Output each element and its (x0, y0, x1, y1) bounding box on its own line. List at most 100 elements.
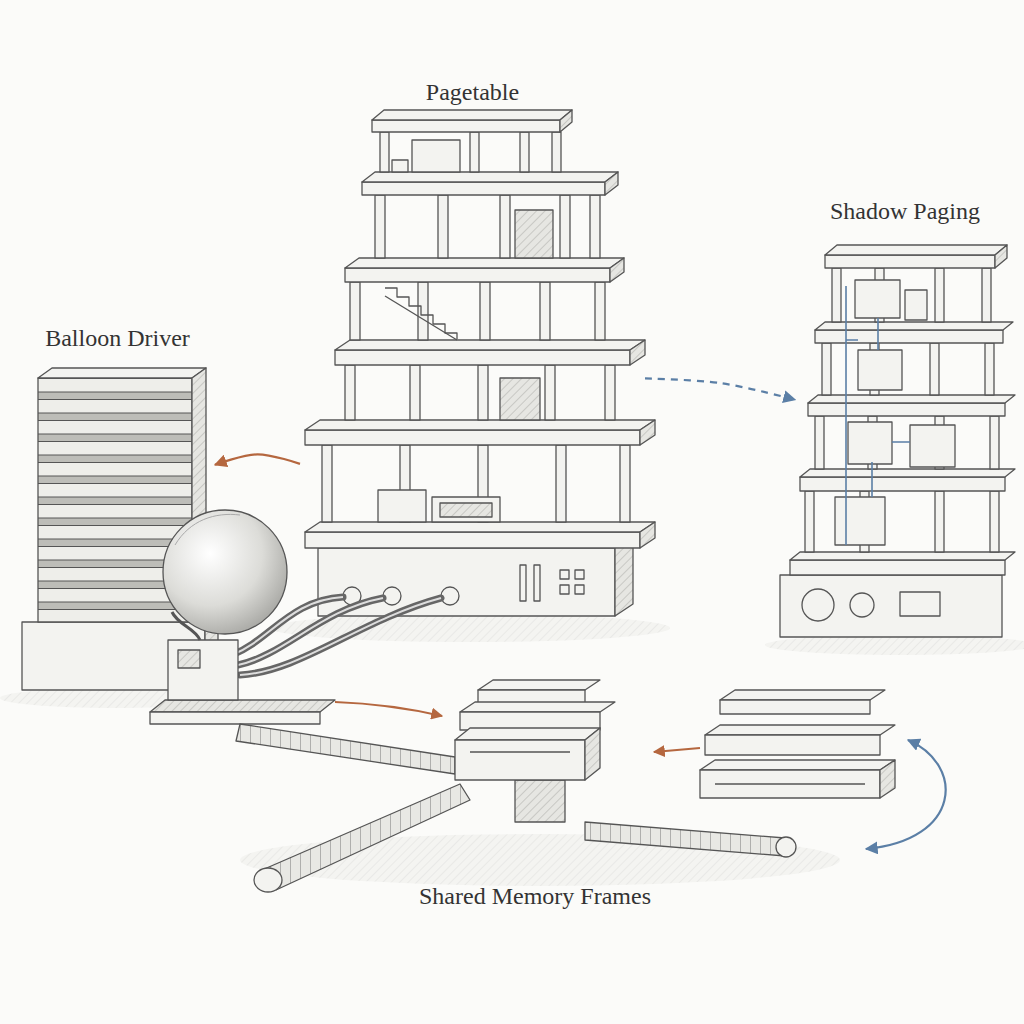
shadow-paging-tower (858, 350, 902, 390)
pagetable-tower (372, 110, 572, 120)
memory-frame-stack (455, 728, 600, 740)
connector-arrow (215, 454, 300, 464)
shadow-paging-tower (780, 245, 1015, 637)
conveyor-belt (262, 784, 470, 890)
shadow-paging-tower (800, 469, 1015, 477)
pagetable-tower (500, 378, 540, 420)
shadow-paging-tower (815, 416, 824, 469)
pagetable-tower (605, 172, 618, 195)
pagetable-tower (552, 132, 561, 172)
pagetable-tower (322, 445, 332, 522)
pagetable-tower (345, 258, 624, 268)
shadow-paging-tower (935, 491, 944, 552)
shadow-paging-tower (982, 268, 991, 322)
conveyor-belt (236, 724, 455, 774)
pagetable-tower (305, 430, 640, 445)
pagetable-tower (640, 420, 655, 445)
pagetable-tower (480, 282, 490, 340)
pagetable-tower (478, 365, 488, 420)
flow-arrow (654, 748, 700, 752)
pagetable-tower (640, 522, 655, 548)
flow-arrow (335, 702, 946, 849)
shadow-paging-tower (825, 245, 1007, 255)
pagetable-tower (362, 182, 605, 195)
pagetable-tower (335, 350, 630, 365)
shadow-paging-tower (800, 477, 1005, 491)
pagetable-tower (305, 522, 655, 532)
pagetable-tower (500, 195, 510, 258)
shadow-paging-tower (790, 552, 1015, 560)
pagetable-tower (520, 565, 526, 601)
shadow-paging-tower (822, 343, 831, 395)
pagetable-tower (438, 195, 448, 258)
shadow-paging-tower (905, 290, 927, 320)
memory-frame-stack (705, 735, 880, 755)
pagetable-tower (545, 365, 555, 420)
shadow-paging-tower (846, 286, 910, 545)
pagetable-tower (410, 365, 420, 420)
shadow-paging-tower (855, 280, 900, 318)
balloon-pump (175, 514, 240, 545)
pagetable-tower (560, 570, 569, 579)
ground-shading (0, 614, 1024, 886)
memory-frame-stack (455, 680, 895, 822)
pagetable-tower (620, 445, 630, 522)
pagetable-tower (412, 140, 460, 172)
shadow-paging-tower (850, 593, 874, 617)
pagetable-tower (590, 195, 600, 258)
shadow-paging-tower (825, 255, 995, 268)
balloon-pump (178, 650, 200, 668)
memory-frame-stack (700, 770, 880, 798)
pagetable-tower (418, 282, 428, 340)
memory-frame-stack (460, 702, 615, 712)
pagetable-tower (540, 282, 550, 340)
structure-node: Shadow Paging (795, 195, 1015, 640)
memory-frame-stack (460, 712, 600, 730)
pagetable-tower (595, 282, 605, 340)
connector-arrow (645, 378, 795, 399)
area-label: Shared Memory Frames (419, 882, 651, 910)
pagetable-tower (385, 288, 457, 339)
shadow-paging-tower (808, 403, 1005, 416)
shadow-paging-tower (985, 343, 994, 395)
pagetable-tower (305, 110, 655, 616)
pagetable-tower (470, 132, 479, 172)
pagetable-tower (630, 340, 645, 365)
pagetable-tower (385, 296, 457, 340)
shadow-paging-tower (910, 425, 955, 467)
pagetable-tower (520, 132, 529, 172)
memory-frame-stack (585, 728, 600, 780)
pagetable-tower (392, 160, 408, 172)
shadow-paging-tower (900, 592, 940, 616)
balloon-pump (168, 640, 238, 700)
shadow-paging-tower (990, 416, 999, 469)
pagetable-tower (432, 497, 500, 522)
flow-arrow (335, 702, 442, 716)
shadow-paging-tower (790, 560, 1005, 575)
memory-frame-stack (880, 760, 895, 798)
shadow-paging-tower (930, 343, 939, 395)
structure-node: Pagetable (300, 76, 645, 620)
pagetable-tower (605, 365, 615, 420)
memory-frame-stack (470, 751, 570, 752)
pagetable-tower (378, 490, 426, 522)
pagetable-tower (575, 585, 584, 594)
pagetable-tower (515, 210, 553, 258)
pagetable-tower (345, 268, 610, 282)
memory-frame-stack (720, 690, 885, 700)
pagetable-tower (560, 110, 572, 132)
shadow-paging-tower (780, 575, 1002, 637)
pagetable-tower (362, 172, 618, 182)
ground-shading (765, 635, 1024, 655)
pagetable-tower (575, 570, 584, 579)
shadow-paging-tower (990, 491, 999, 552)
pagetable-tower (335, 340, 645, 350)
balloon-driver-tower (38, 368, 206, 378)
shadow-paging-tower (802, 589, 834, 621)
memory-frame-stack (455, 740, 585, 780)
pagetable-tower (372, 120, 560, 132)
shadow-paging-tower (815, 330, 1003, 343)
